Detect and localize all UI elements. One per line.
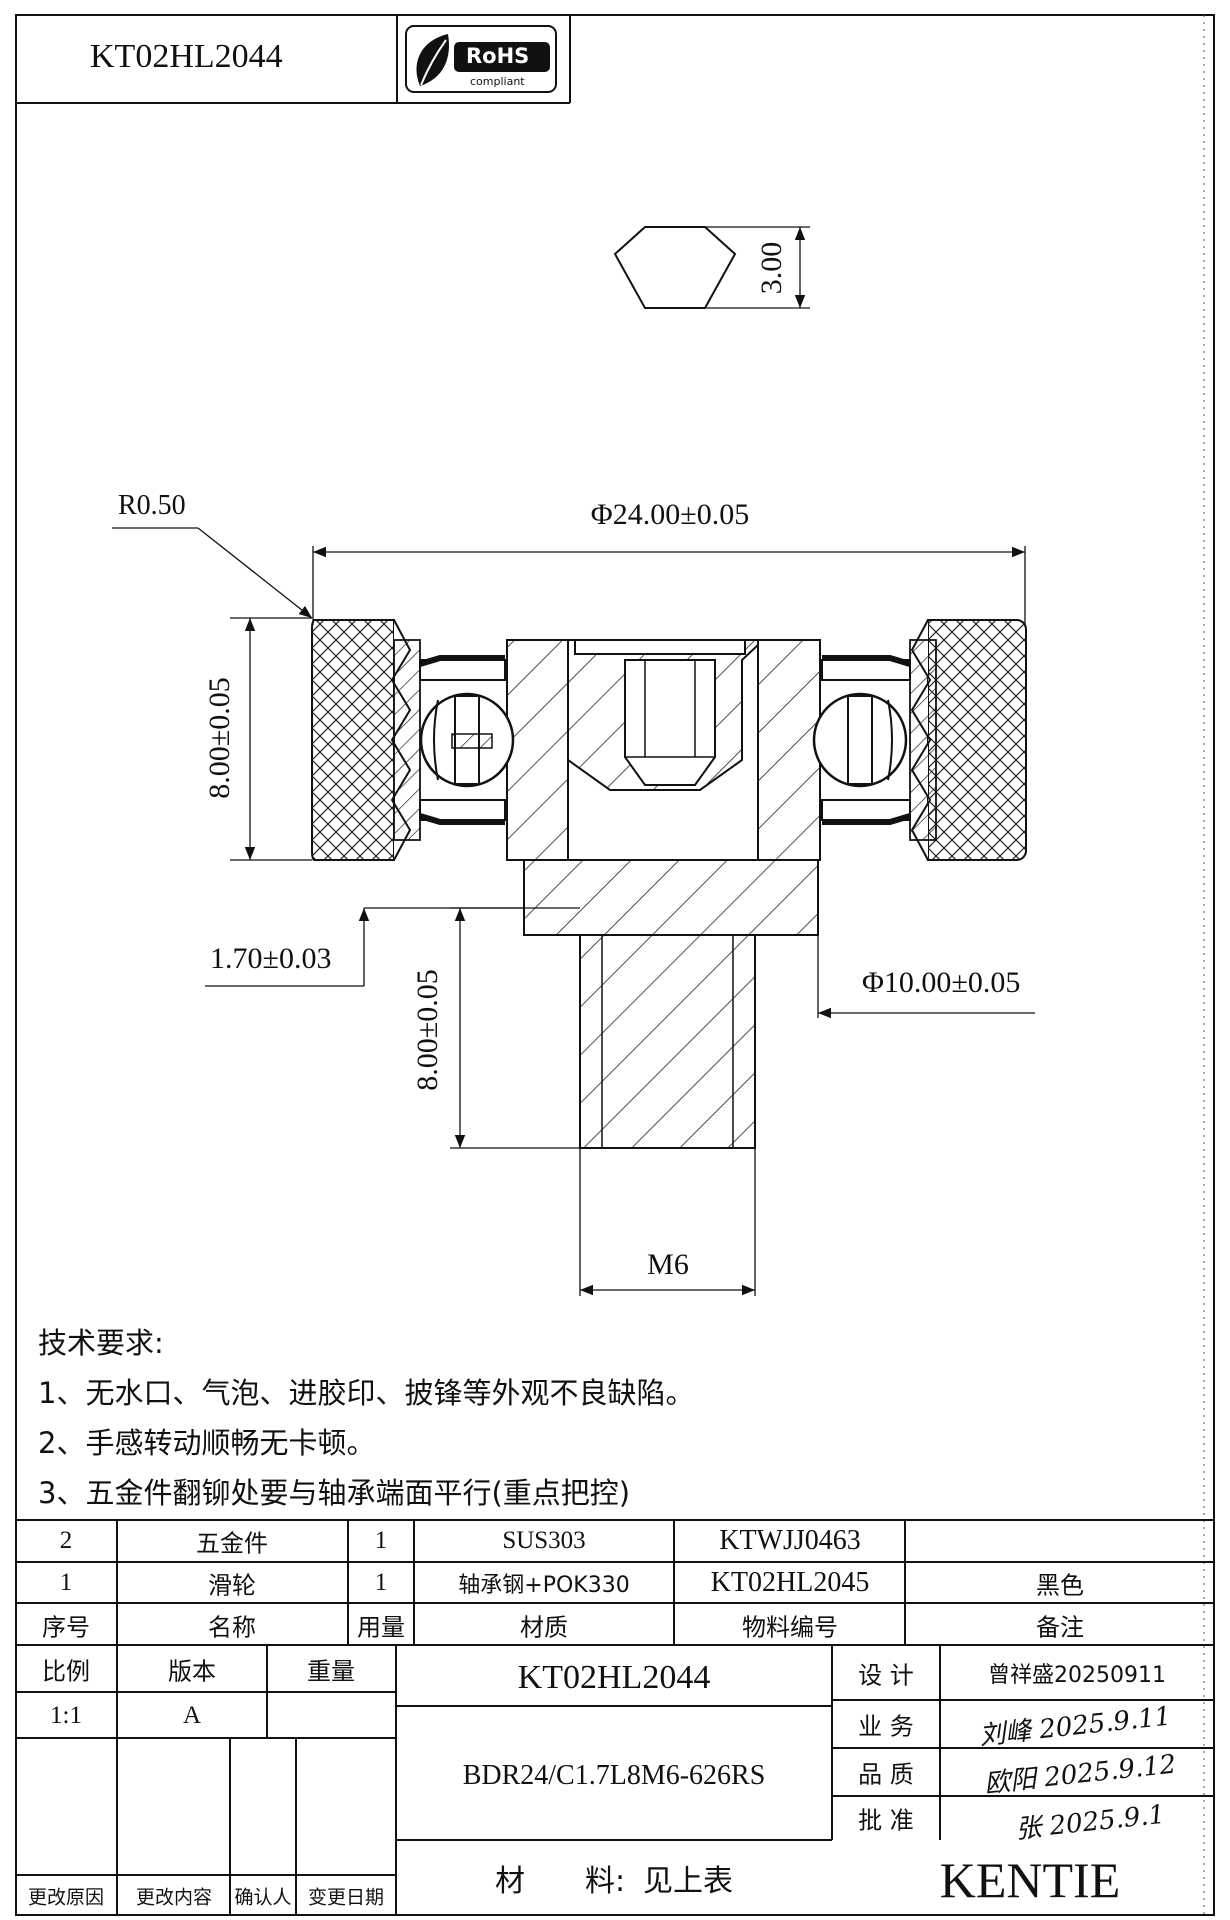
rohs-logo <box>405 25 557 93</box>
dim-outer-diameter: Φ24.00±0.05 <box>590 498 750 531</box>
bom-row2-qty: 1 <box>374 1527 388 1554</box>
rev-content-label: 更改内容 <box>135 1886 213 1909</box>
bom-header-code: 物料编号 <box>742 1613 838 1642</box>
note-1: 1、无水口、气泡、进胶印、披锋等外观不良缺陷。 <box>38 1376 695 1410</box>
thread-section <box>579 934 756 1149</box>
rev-reason-label: 更改原因 <box>27 1886 105 1909</box>
bom-row1-code: KT02HL2045 <box>710 1567 870 1598</box>
bom-row2-code: KTWJJ0463 <box>719 1525 861 1556</box>
bom-header-qty: 用量 <box>357 1613 405 1642</box>
dim-hex: 3.00 <box>755 241 788 295</box>
section-view <box>311 619 1027 1149</box>
bom-header-no: 序号 <box>42 1613 90 1642</box>
note-2: 2、手感转动顺畅无卡顿。 <box>38 1426 376 1460</box>
dim-shaft-diameter: Φ10.00±0.05 <box>862 966 1021 999</box>
dim-thread: M6 <box>647 1248 689 1281</box>
drawing-number: KT02HL2044 <box>517 1659 711 1696</box>
sheet-border <box>15 14 1215 1916</box>
rev-confirm-label: 确认人 <box>234 1886 292 1909</box>
scale-value: 1:1 <box>50 1702 82 1729</box>
ball-right <box>812 692 908 788</box>
material-label: 材 料: <box>494 1864 626 1899</box>
dim-shaft-offset: 1.70±0.03 <box>210 942 332 975</box>
version-value: A <box>182 1702 202 1729</box>
scale-label: 比例 <box>42 1657 90 1686</box>
part-description: BDR24/C1.7L8M6-626RS <box>462 1760 766 1791</box>
quality-label: 品 质 <box>858 1760 914 1789</box>
pulley-tire-right <box>927 619 1027 861</box>
version-label: 版本 <box>168 1657 216 1686</box>
notes-title: 技术要求: <box>38 1326 164 1360</box>
bom-table <box>16 1519 1214 1646</box>
rohs-title: RoHS <box>466 44 530 68</box>
inner-ring-left <box>506 639 569 861</box>
approve-label: 批 准 <box>858 1806 914 1835</box>
bom-row1-no: 1 <box>59 1569 73 1596</box>
bom-header-remark: 备注 <box>1036 1613 1084 1642</box>
business-label: 业 务 <box>858 1712 914 1741</box>
bom-header-material: 材质 <box>520 1613 568 1642</box>
design-value: 曾祥盛20250911 <box>988 1663 1166 1688</box>
dim-shaft-length: 8.00±0.05 <box>411 969 444 1091</box>
weight-label: 重量 <box>307 1657 355 1686</box>
note-3: 3、五金件翻铆处要与轴承端面平行(重点把控) <box>38 1476 631 1510</box>
inner-ring-right <box>757 639 821 861</box>
dim-height: 8.00±0.05 <box>203 677 236 799</box>
material-value: 见上表 <box>643 1864 733 1899</box>
bom-header-name: 名称 <box>208 1613 256 1642</box>
hex-profile <box>613 226 737 309</box>
design-label: 设 计 <box>858 1661 914 1690</box>
company-logo: KENTIE <box>939 1852 1121 1908</box>
dim-radius: R0.50 <box>118 490 186 521</box>
header-part-number: KT02HL2044 <box>90 38 283 75</box>
bom-row1-remark: 黑色 <box>1036 1571 1084 1600</box>
pulley-tire-left <box>311 619 395 861</box>
bom-row2-name: 五金件 <box>196 1529 268 1558</box>
bom-row1-qty: 1 <box>374 1569 388 1596</box>
bom-row2-material: SUS303 <box>502 1527 586 1554</box>
bom-row1-name: 滑轮 <box>208 1571 256 1600</box>
rev-date-label: 变更日期 <box>307 1886 385 1909</box>
bom-row1-material: 轴承钢+POK330 <box>458 1573 630 1598</box>
title-block <box>16 1645 1214 1915</box>
rohs-subtitle: compliant <box>470 75 525 88</box>
bom-row2-no: 2 <box>59 1527 73 1554</box>
